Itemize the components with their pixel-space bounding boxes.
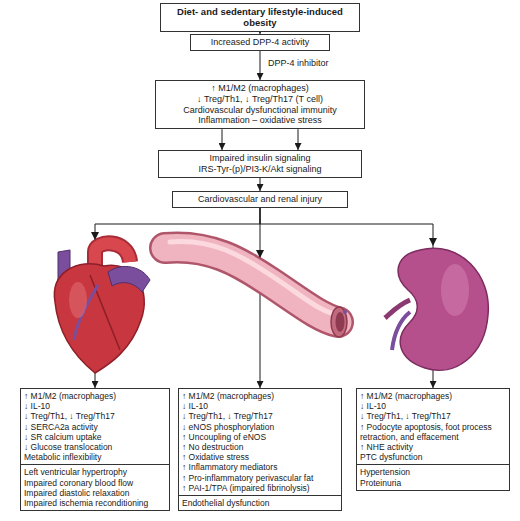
- box-text: ↓ IL-10: [182, 401, 338, 411]
- box-text: PTC dysfunction: [360, 452, 506, 462]
- box-text: ↓ Glucose translocation: [24, 442, 166, 452]
- process-box: Impaired insulin signalingIRS-Tyr-(p)/PI…: [158, 150, 362, 178]
- flow-arrow: [222, 129, 223, 150]
- outcome-text: Hypertension: [357, 464, 509, 477]
- outcome-text: Left ventricular hypertrophy: [21, 464, 169, 477]
- process-box: ↑ M1/M2 (macrophages)↓ Treg/Th1, ↓ Treg/…: [155, 80, 365, 129]
- outcome-text: Impaired ischemia reconditioning: [24, 498, 166, 508]
- outcome-text: Endothelial dysfunction: [179, 495, 341, 508]
- box-text: ↑ Inflammatory mediators: [182, 462, 338, 472]
- outcome-text: Impaired coronary blood flow: [24, 478, 166, 488]
- flow-arrow: [298, 129, 299, 150]
- box-text: ↓ Treg/Th1, ↓ Treg/Th17: [24, 411, 166, 421]
- box-text: ↑ M1/M2 (macrophages): [159, 83, 361, 94]
- box-text: ↑ Podocyte apoptosis, foot process retra…: [360, 422, 506, 442]
- outcome-text: Proteinuria: [360, 478, 506, 488]
- box-text: ↑ NHE activity: [360, 442, 506, 452]
- box-text: ↓ SR calcium uptake: [24, 432, 166, 442]
- box-text: ↑ M1/M2 (macrophages): [360, 391, 506, 401]
- box-text: ↑ Oxidative stress: [182, 452, 338, 462]
- box-text: ↓ IL-10: [24, 401, 166, 411]
- box-text: ↓ eNOS phosphorylation: [182, 422, 338, 432]
- box-text: Metabolic inflexibility: [24, 452, 166, 462]
- process-box: Cardiovascular and renal injury: [172, 191, 348, 208]
- box-text: ↑ M1/M2 (macrophages): [182, 391, 338, 401]
- box-text: ↓ SERCA2a activity: [24, 422, 166, 432]
- vessel-illustration: [165, 241, 347, 337]
- box-text: ↓ Treg/Th1, ↓ Treg/Th17 (T cell): [159, 94, 361, 105]
- flow-arrow: [260, 208, 261, 388]
- flow-arrow: [260, 178, 261, 191]
- process-box: Increased DPP-4 activity: [190, 34, 330, 51]
- flow-arrow: [260, 51, 261, 80]
- outcome-text: Impaired diastolic relaxation: [24, 488, 166, 498]
- edge-label: DPP-4 inhibitor: [268, 58, 329, 68]
- box-text: ↓ Treg/Th1, ↓ Treg/Th17: [360, 411, 506, 421]
- outcome-box: ↑ M1/M2 (macrophages)↓ IL-10↓ Treg/Th1, …: [178, 388, 342, 511]
- box-text: ↑ No destruction: [182, 442, 338, 452]
- box-text: Inflammation – oxidative stress: [159, 115, 361, 126]
- box-text: ↑ PAI-1/TPA (impaired fibrinolysis): [182, 483, 338, 493]
- box-text: Impaired insulin signaling: [162, 153, 358, 164]
- box-text: ↑ Pro-inflammatory perivascular fat: [182, 473, 338, 483]
- box-text: ↓ IL-10: [360, 401, 506, 411]
- heart-illustration: [54, 232, 150, 373]
- kidney-illustration: [385, 238, 488, 370]
- box-text: ↓ Treg/Th1, ↓ Treg/Th17: [182, 411, 338, 421]
- box-text: Cardiovascular dysfunctional immunity: [159, 105, 361, 116]
- outcome-box: ↑ M1/M2 (macrophages)↓ IL-10↓ Treg/Th1, …: [356, 388, 510, 491]
- box-text: Cardiovascular and renal injury: [176, 194, 344, 205]
- box-text: ↑ Uncoupling of eNOS: [182, 432, 338, 442]
- start-box: Diet- and sedentary lifestyle-induced ob…: [160, 3, 360, 32]
- box-text: Increased DPP-4 activity: [194, 37, 326, 48]
- box-text: ↑ M1/M2 (macrophages): [24, 391, 166, 401]
- box-text: Diet- and sedentary lifestyle-induced ob…: [164, 6, 356, 29]
- box-text: IRS-Tyr-(p)/PI3-K/Akt signaling: [162, 164, 358, 175]
- outcome-box: ↑ M1/M2 (macrophages)↓ IL-10↓ Treg/Th1, …: [20, 388, 170, 511]
